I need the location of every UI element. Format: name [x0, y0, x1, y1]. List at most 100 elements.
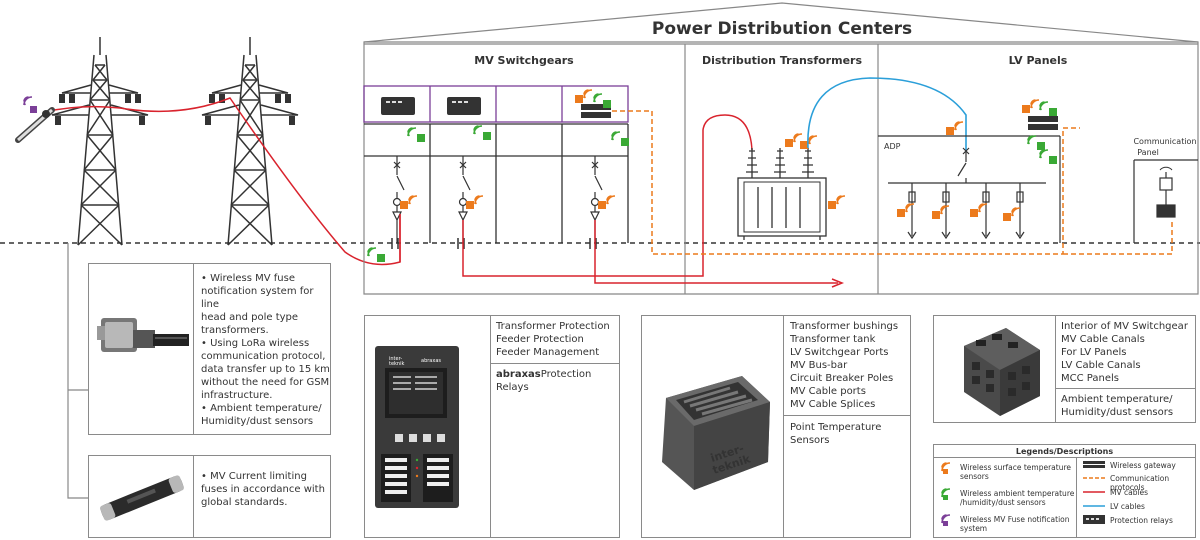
legend-surface-temp: Wireless surface temperature sensors [960, 463, 1071, 481]
relay-item-1: Transformer Protection [496, 321, 610, 332]
point-item-5: Circuit Breaker Poles [790, 373, 894, 384]
ambient-item-2: MV Cable Canals [1061, 334, 1145, 345]
relay-title-2: Relays [496, 382, 529, 393]
communication-panel-label-1: Communication [1133, 137, 1196, 146]
fuse-line-6: communication protocol, [201, 351, 326, 362]
point-item-2: Transformer tank [790, 334, 876, 345]
fuse-line-3: head and pole type [201, 312, 299, 323]
card-ambient-sensors: Interior of MV Switchgear MV Cable Canal… [933, 315, 1196, 423]
legend-ambient-line-1: Wireless ambient temperature [960, 489, 1075, 498]
mv-relay-compartment [363, 85, 629, 123]
ambient-title-1: Ambient temperature/ [1061, 394, 1173, 405]
current-fuse-line-1: • MV Current limiting [201, 471, 307, 482]
current-fuse-photo [100, 475, 184, 521]
section-lv-panels: LV Panels [1009, 54, 1068, 67]
relay-title: abraxasProtection Relays [496, 368, 591, 394]
distribution-transformer [737, 148, 827, 240]
transmission-tower-2 [201, 36, 299, 246]
wireless-gateway-lv [1022, 100, 1058, 130]
relay-device-brand-2: teknik [389, 361, 404, 367]
point-item-3: LV Switchgear Ports [790, 347, 889, 358]
relay-item-2: Feeder Protection [496, 334, 584, 345]
building-outline [363, 2, 1199, 295]
legend-surface-temp-line-1: Wireless surface temperature [960, 463, 1072, 472]
relay-device-brand-1: inter- [389, 356, 402, 362]
current-fuse-text: • MV Current limiting fuses in accordanc… [201, 470, 325, 509]
fuse-line-2: notification system for line [201, 286, 314, 310]
ambient-title-2: Humidity/dust sensors [1061, 407, 1174, 418]
protection-relay-1 [381, 97, 415, 115]
fuse-line-10: • Ambient temperature/ [201, 403, 322, 414]
legend-gateway: Wireless gateway [1110, 461, 1176, 470]
point-title-1: Point Temperature [790, 422, 882, 433]
card-protection-relays: inter- teknik abraxas Transformer Protec… [364, 315, 620, 538]
fuse-line-5: • Using LoRa wireless [201, 338, 310, 349]
ambient-item-4: LV Cable Canals [1061, 360, 1141, 371]
relay-device-brand-3: abraxas [421, 358, 441, 364]
page-title: Power Distribution Centers [652, 19, 912, 39]
ambient-item-3: For LV Panels [1061, 347, 1127, 358]
mv-cable-outgoing [594, 220, 838, 284]
fuse-line-7: data transfer up to 15 km [201, 364, 330, 375]
mv-cable-overhead [44, 97, 401, 266]
mv-switchgear-cells [364, 123, 629, 243]
point-title-2: Sensors [790, 435, 830, 446]
point-item-4: MV Bus-bar [790, 360, 848, 371]
legend-ambient: Wireless ambient temperature /humidity/d… [960, 489, 1074, 507]
section-mv-switchgears: MV Switchgears [474, 54, 574, 67]
communication-protocol-line [612, 110, 1173, 255]
point-sensor-list: Transformer bushings Transformer tank LV… [790, 320, 898, 411]
adp-panel [878, 135, 1061, 243]
legend: Legends/Descriptions Wireless surface te… [933, 444, 1196, 538]
legend-title: Legends/Descriptions [1015, 447, 1114, 456]
lv-cable [807, 77, 967, 152]
transmission-tower-1 [51, 36, 149, 246]
legend-lv-cables: LV cables [1110, 502, 1145, 511]
relay-brand: abraxas [496, 369, 541, 380]
point-sensor-title: Point Temperature Sensors [790, 421, 881, 447]
relay-title-rest: Protection [540, 369, 592, 380]
card-current-fuse: • MV Current limiting fuses in accordanc… [88, 455, 331, 538]
legend-icons [940, 461, 1105, 526]
legend-ambient-line-2: /humidity/dust sensors [960, 498, 1046, 507]
fuse-line-8: without the need for GSM [201, 377, 330, 388]
point-sensor-photo: inter- teknik [662, 376, 770, 490]
current-fuse-line-3: global standards. [201, 497, 288, 508]
legend-fuse-line-2: system [960, 524, 988, 533]
section-distribution-transformers: Distribution Transformers [702, 54, 862, 67]
mv-fuse-device [15, 96, 55, 143]
card-point-temperature-sensors: inter- teknik Transformer bushings Trans… [641, 315, 911, 538]
mv-cable-ports [391, 238, 597, 249]
relay-list: Transformer Protection Feeder Protection… [496, 320, 610, 359]
protection-relay-2 [447, 97, 481, 115]
legend-mv-cables: MV cables [1110, 488, 1149, 497]
fuse-line-11: Humidity/dust sensors [201, 416, 314, 427]
communication-panel [1133, 159, 1198, 243]
adp-label: ADP [884, 142, 901, 151]
legend-fuse-line-1: Wireless MV Fuse notification [960, 515, 1070, 524]
relay-device-photo: inter- teknik abraxas [375, 346, 459, 508]
fuse-line-1: • Wireless MV fuse [201, 273, 295, 284]
ambient-sensor-photo [964, 328, 1040, 416]
ambient-item-1: Interior of MV Switchgear [1061, 321, 1188, 332]
wireless-gateway-mv [575, 90, 611, 118]
legend-surface-temp-line-2: sensors [960, 472, 989, 481]
legend-protection-relays: Protection relays [1110, 516, 1173, 525]
communication-panel-label-2: Panel [1137, 148, 1159, 157]
point-item-7: MV Cable Splices [790, 399, 876, 410]
point-item-6: MV Cable ports [790, 386, 866, 397]
relay-item-3: Feeder Management [496, 347, 600, 358]
ambient-sensor-title: Ambient temperature/ Humidity/dust senso… [1061, 393, 1173, 419]
point-item-1: Transformer bushings [790, 321, 899, 332]
legend-communication: Communication protocols [1110, 474, 1170, 492]
mv-switch-symbols [392, 156, 603, 243]
legend-fuse: Wireless MV Fuse notification system [960, 515, 1070, 533]
card-mv-fuse: • Wireless MV fuse notification system f… [88, 263, 331, 435]
fuse-card-text: • Wireless MV fuse notification system f… [201, 272, 330, 428]
ambient-sensor-list: Interior of MV Switchgear MV Cable Canal… [1061, 320, 1188, 385]
mv-fuse-photo [97, 318, 189, 352]
fuse-line-9: infrastructure. [201, 390, 273, 401]
ambient-item-5: MCC Panels [1061, 373, 1119, 384]
fuse-line-4: transformers. [201, 325, 269, 336]
